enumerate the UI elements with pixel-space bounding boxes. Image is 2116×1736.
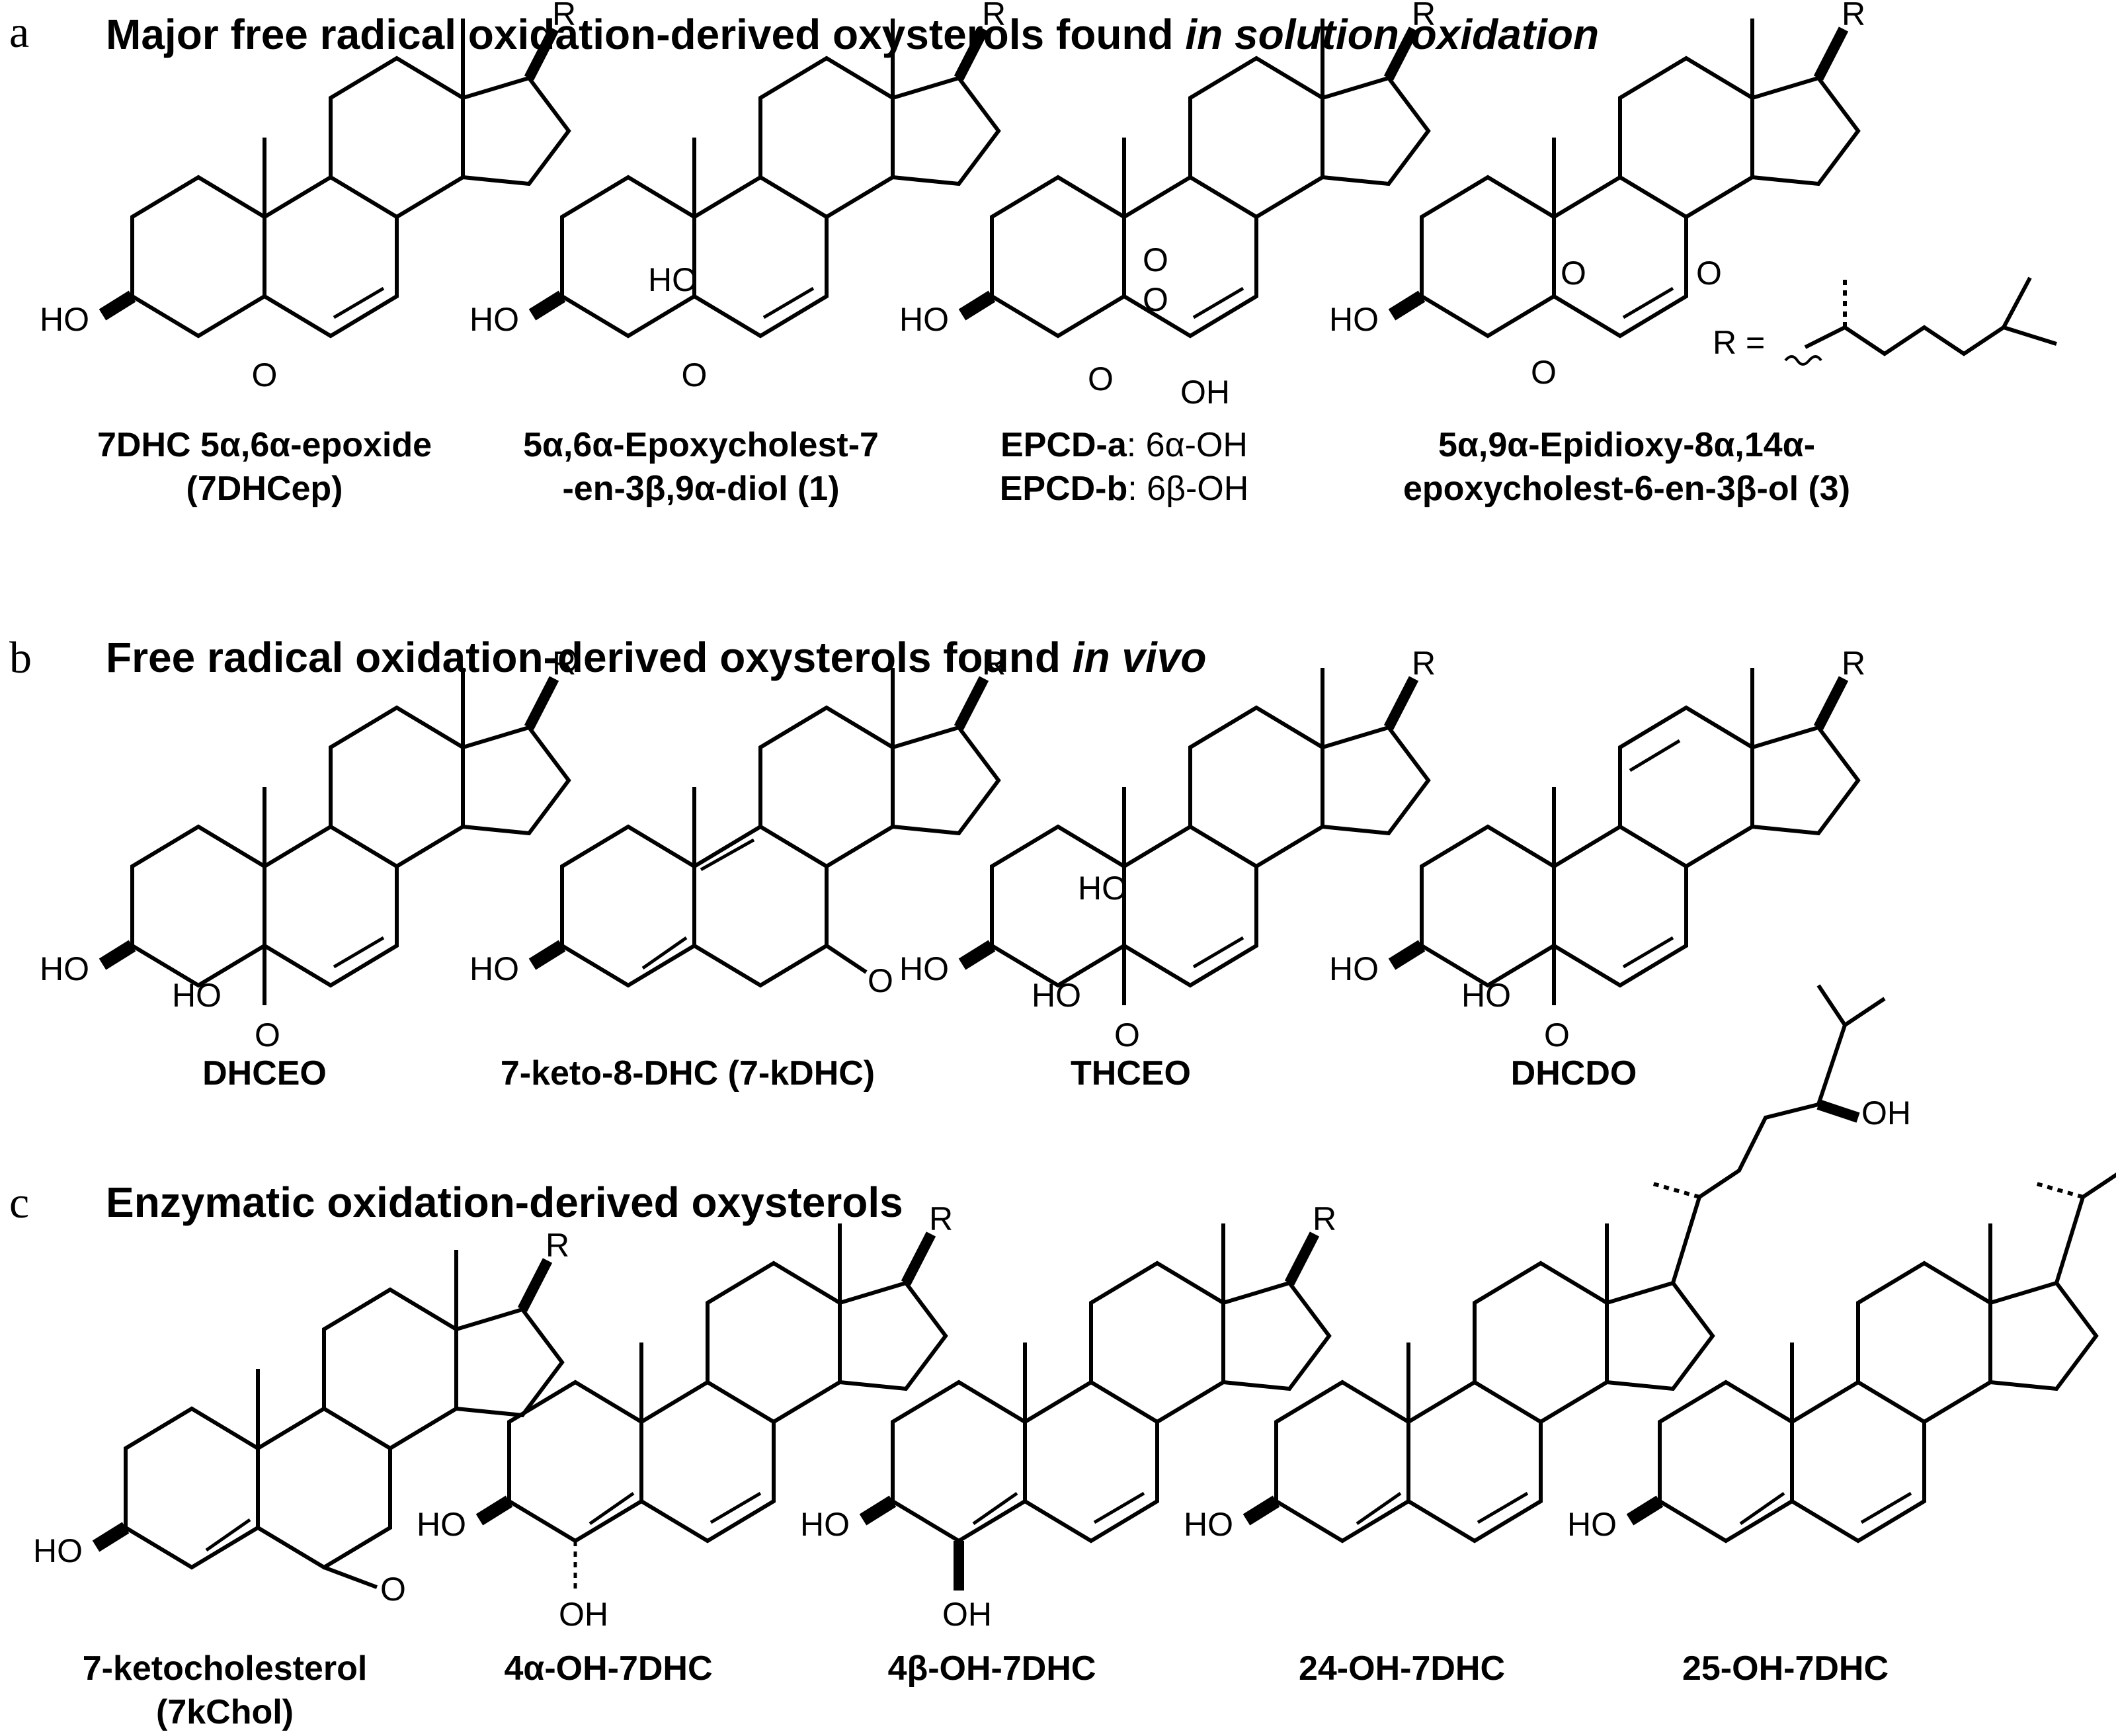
r-label: R <box>1842 645 1865 682</box>
caption-line-bold: EPCD-b <box>999 470 1128 508</box>
caption-7dhcep: 7DHC 5α,6α-epoxide (7DHCep) <box>40 423 489 511</box>
caption-line: 5α,9α-Epidioxy-8α,14α- <box>1438 426 1816 464</box>
caption-dhceo: DHCEO <box>79 1052 450 1095</box>
c4-hydroxyl-label: OH <box>942 1596 992 1633</box>
section-b-title-emphasis: in vivo <box>1072 634 1207 681</box>
caption-25-oh-7dhc: 25-OH-7DHC <box>1600 1647 1971 1690</box>
caption-line: 4α-OH-7DHC <box>504 1649 713 1688</box>
r-label: R <box>1412 0 1436 32</box>
structure-dhceo: R HO O <box>40 645 576 1054</box>
c5-hydroxyl-label: HO <box>1461 977 1511 1014</box>
structure-epcd: R O O O OH <box>899 0 1436 411</box>
caption-dhcdo: DHCDO <box>1389 1052 1759 1095</box>
caption-epoxy-diol: 5α,6α-Epoxycholest-7 -en-3β,9α-diol (1) <box>476 423 926 511</box>
caption-line-bold: EPCD-a <box>1000 426 1127 464</box>
section-a-title: Major free radical oxidation-derived oxy… <box>106 13 1599 56</box>
structure-thceo: R HO HO O <box>899 645 1436 1054</box>
c9-hydroxyl-label: HO <box>1078 870 1127 907</box>
structure-epoxy-diol: R HO O <box>469 0 1006 393</box>
caption-line: 24-OH-7DHC <box>1298 1649 1506 1688</box>
caption-line: THCEO <box>1071 1054 1191 1093</box>
structure-4b-oh-7dhc: R OH <box>800 1200 1336 1633</box>
caption-epidioxy: 5α,9α-Epidioxy-8α,14α- epoxycholest-6-en… <box>1342 423 1911 511</box>
structure-24-oh-7dhc: HO OH <box>1184 984 1911 1543</box>
caption-thceo: THCEO <box>946 1052 1316 1095</box>
caption-7kdhc: 7-keto-8-DHC (7-kDHC) <box>450 1052 926 1095</box>
section-a-title-text: Major free radical oxidation-derived oxy… <box>106 11 1186 58</box>
c9-hydroxyl-label: HO <box>648 261 698 298</box>
r-label: R <box>1412 645 1436 682</box>
section-c-title: Enzymatic oxidation-derived oxysterols <box>106 1181 903 1223</box>
r-label: R <box>552 0 576 32</box>
caption-line: EPCD-b: 6β-OH <box>926 467 1322 511</box>
epoxide-o-label: O <box>1696 255 1722 292</box>
caption-line: 25-OH-7DHC <box>1682 1649 1889 1688</box>
caption-line: 4β-OH-7DHC <box>887 1649 1096 1688</box>
caption-line: 7DHC 5α,6α-epoxide <box>97 426 432 464</box>
structure-7kdhc: R O <box>469 645 1006 999</box>
caption-line: (7DHCep) <box>186 470 343 508</box>
caption-line: DHCEO <box>202 1054 327 1093</box>
caption-4b-oh-7dhc: 4β-OH-7DHC <box>820 1647 1164 1690</box>
section-b-title: Free radical oxidation-derived oxysterol… <box>106 636 1206 679</box>
peroxide-o-label: O <box>1561 255 1586 292</box>
caption-line: (7kChol) <box>156 1693 294 1731</box>
section-b-letter: b <box>9 632 32 682</box>
ketone-o-label: O <box>1114 1016 1140 1054</box>
structure-dhcdo: R HO O <box>1329 645 1865 1054</box>
section-a-title-emphasis: in solution oxidation <box>1185 11 1600 58</box>
structure-7kchol: R O <box>33 1227 569 1608</box>
peroxide-o-label: O <box>1531 354 1557 391</box>
caption-line: 5α,6α-Epoxycholest-7 <box>523 426 879 464</box>
caption-line: EPCD-a: 6α-OH <box>926 423 1322 467</box>
hydroxyl-label: HO <box>1567 1506 1617 1543</box>
caption-epcd: EPCD-a: 6α-OH EPCD-b: 6β-OH <box>926 423 1322 511</box>
caption-4a-oh-7dhc: 4α-OH-7DHC <box>436 1647 780 1690</box>
r-group-definition: R = <box>1713 274 2057 366</box>
structure-25-oh-7dhc: HO OH <box>1567 1173 2116 1543</box>
ketone-o-label: O <box>1544 1016 1570 1054</box>
caption-line: DHCDO <box>1510 1054 1637 1093</box>
r-label: R <box>1313 1200 1336 1237</box>
c5-hydroxyl-label: HO <box>172 977 222 1014</box>
ketone-o-label: O <box>868 962 893 999</box>
c5-hydroxyl-label: HO <box>1032 977 1081 1014</box>
epoxide-o-label: O <box>252 356 278 393</box>
r-label: R <box>546 1227 569 1264</box>
structure-7dhcep: R O <box>40 0 576 393</box>
section-a-letter: a <box>9 7 30 57</box>
caption-line: 7-ketocholesterol <box>82 1649 368 1688</box>
epoxide-o-label: O <box>682 356 708 393</box>
structure-4a-oh-7dhc: R OH <box>417 1200 953 1633</box>
hydroxyl-label: HO <box>1184 1506 1233 1543</box>
caption-line: -en-3β,9α-diol (1) <box>562 470 840 508</box>
caption-line-normal: : 6β-OH <box>1127 470 1249 508</box>
section-b-title-text: Free radical oxidation-derived oxysterol… <box>106 634 1073 681</box>
r-label: R <box>982 0 1006 32</box>
caption-line: epoxycholest-6-en-3β-ol (3) <box>1403 470 1851 508</box>
caption-7kchol: 7-ketocholesterol (7kChol) <box>40 1647 410 1734</box>
r-equals-label: R = <box>1713 324 1765 361</box>
caption-line-normal: : 6α-OH <box>1126 426 1248 464</box>
r-label: R <box>1842 0 1865 32</box>
c24-hydroxyl-label: OH <box>1861 1095 1911 1132</box>
ketone-o-label: O <box>255 1016 280 1054</box>
r-label: R <box>552 645 576 682</box>
section-c-title-text: Enzymatic oxidation-derived oxysterols <box>106 1178 903 1226</box>
ketone-o-label: O <box>380 1571 406 1608</box>
structure-epidioxy: R O O O <box>1329 0 1865 391</box>
r-label: R <box>929 1200 953 1237</box>
r-label: R <box>982 645 1006 682</box>
caption-line: 7-keto-8-DHC (7-kDHC) <box>500 1054 875 1093</box>
peroxide-o-label: O <box>1143 241 1168 278</box>
peroxide-o-label: O <box>1143 281 1168 318</box>
section-c-letter: c <box>9 1177 30 1227</box>
c6-hydroxyl-label: OH <box>1180 374 1230 411</box>
c4-hydroxyl-label: OH <box>559 1596 608 1633</box>
epoxide-o-label: O <box>1088 360 1114 397</box>
caption-24-oh-7dhc: 24-OH-7DHC <box>1217 1647 1587 1690</box>
